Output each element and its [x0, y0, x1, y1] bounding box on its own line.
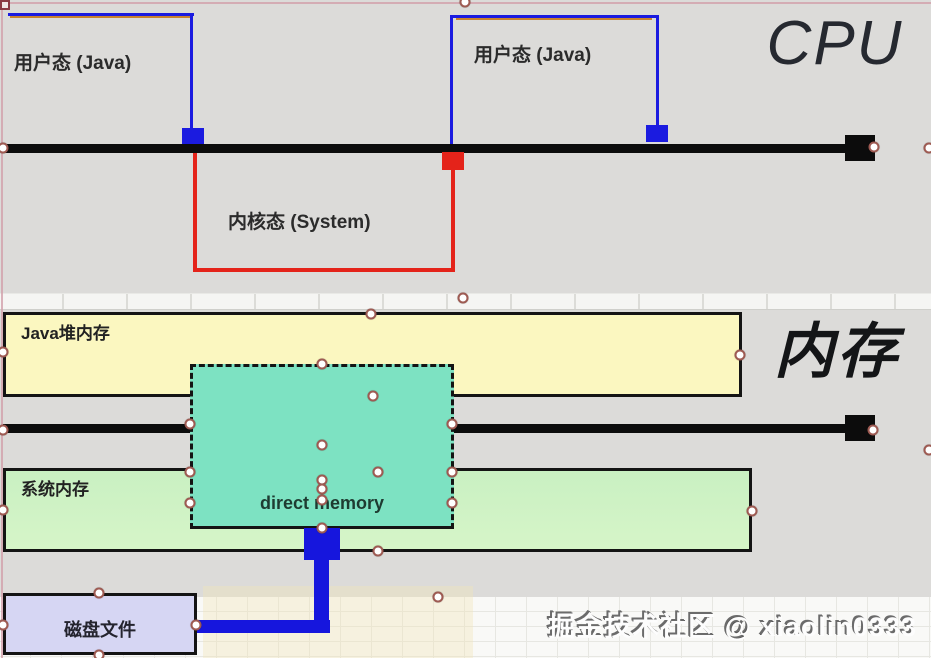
user-to-kernel-arrow-left-vertical: [190, 13, 193, 129]
arrow-shadow-line: [456, 18, 652, 20]
selection-handle[interactable]: [459, 0, 471, 8]
selection-handle[interactable]: [446, 497, 458, 509]
selection-handle[interactable]: [93, 649, 105, 658]
disk-file-box: 磁盘文件: [3, 593, 197, 655]
selection-handle[interactable]: [316, 358, 328, 370]
user-mode-left-label: 用户态 (Java): [14, 53, 132, 74]
user-mode-return-horizontal: [450, 15, 659, 18]
user-mode-return-down: [656, 15, 659, 126]
selection-handle[interactable]: [868, 141, 880, 153]
selection-handle[interactable]: [365, 308, 377, 320]
watermark-text: 掘金技术社区 @ xiaolin0333: [548, 612, 917, 642]
cpu-section-title: CPU: [766, 9, 904, 78]
arrow-right-icon: [845, 135, 875, 161]
selection-handle[interactable]: [184, 418, 196, 430]
selection-handle[interactable]: [923, 444, 931, 456]
kernel-mode-path-horizontal: [193, 268, 455, 272]
kernel-mode-label: 内核态 (System): [228, 212, 371, 233]
kernel-mode-path-up: [451, 169, 455, 272]
selection-handle[interactable]: [316, 439, 328, 451]
selection-handle[interactable]: [316, 522, 328, 534]
selection-handle[interactable]: [184, 497, 196, 509]
arrow-down-icon: [646, 125, 668, 142]
selection-handle[interactable]: [746, 505, 758, 517]
disk-file-label: 磁盘文件: [64, 620, 136, 640]
selection-handle[interactable]: [446, 418, 458, 430]
slide-boundary-left: [1, 0, 3, 658]
selection-handle[interactable]: [0, 346, 9, 358]
selection-handle[interactable]: [432, 591, 444, 603]
selection-handle[interactable]: [184, 466, 196, 478]
selection-handle[interactable]: [734, 349, 746, 361]
selection-handle[interactable]: [316, 494, 328, 506]
arrow-shadow-line: [10, 16, 190, 18]
selection-handle[interactable]: [0, 504, 9, 516]
arrow-up-icon: [442, 152, 464, 170]
selection-handle[interactable]: [190, 619, 202, 631]
kernel-mode-path-down: [193, 153, 197, 272]
system-memory-label: 系统内存: [21, 480, 89, 499]
selection-handle[interactable]: [457, 292, 469, 304]
selection-handle[interactable]: [0, 424, 9, 436]
selection-handle[interactable]: [372, 545, 384, 557]
arrow-down-icon: [182, 128, 204, 145]
user-to-kernel-arrow-left-horizontal: [8, 13, 194, 16]
java-heap-label: Java堆内存: [21, 324, 110, 343]
disk-to-memory-arrow-vertical: [314, 558, 329, 633]
selection-handle[interactable]: [367, 390, 379, 402]
selection-handle[interactable]: [867, 424, 879, 436]
disk-to-memory-arrow-horizontal: [196, 620, 330, 633]
selection-handle[interactable]: [0, 142, 9, 154]
selection-handle[interactable]: [316, 483, 328, 495]
corner-resize-handle[interactable]: [0, 0, 10, 10]
selection-handle[interactable]: [923, 142, 931, 154]
cpu-timeline: [3, 144, 847, 153]
selection-handle[interactable]: [446, 466, 458, 478]
selection-handle[interactable]: [93, 587, 105, 599]
user-mode-right-label: 用户态 (Java): [474, 45, 592, 66]
selection-handle[interactable]: [0, 619, 9, 631]
selection-handle[interactable]: [372, 466, 384, 478]
user-mode-return-vertical: [450, 15, 453, 144]
memory-section-title: 内存: [774, 318, 900, 385]
